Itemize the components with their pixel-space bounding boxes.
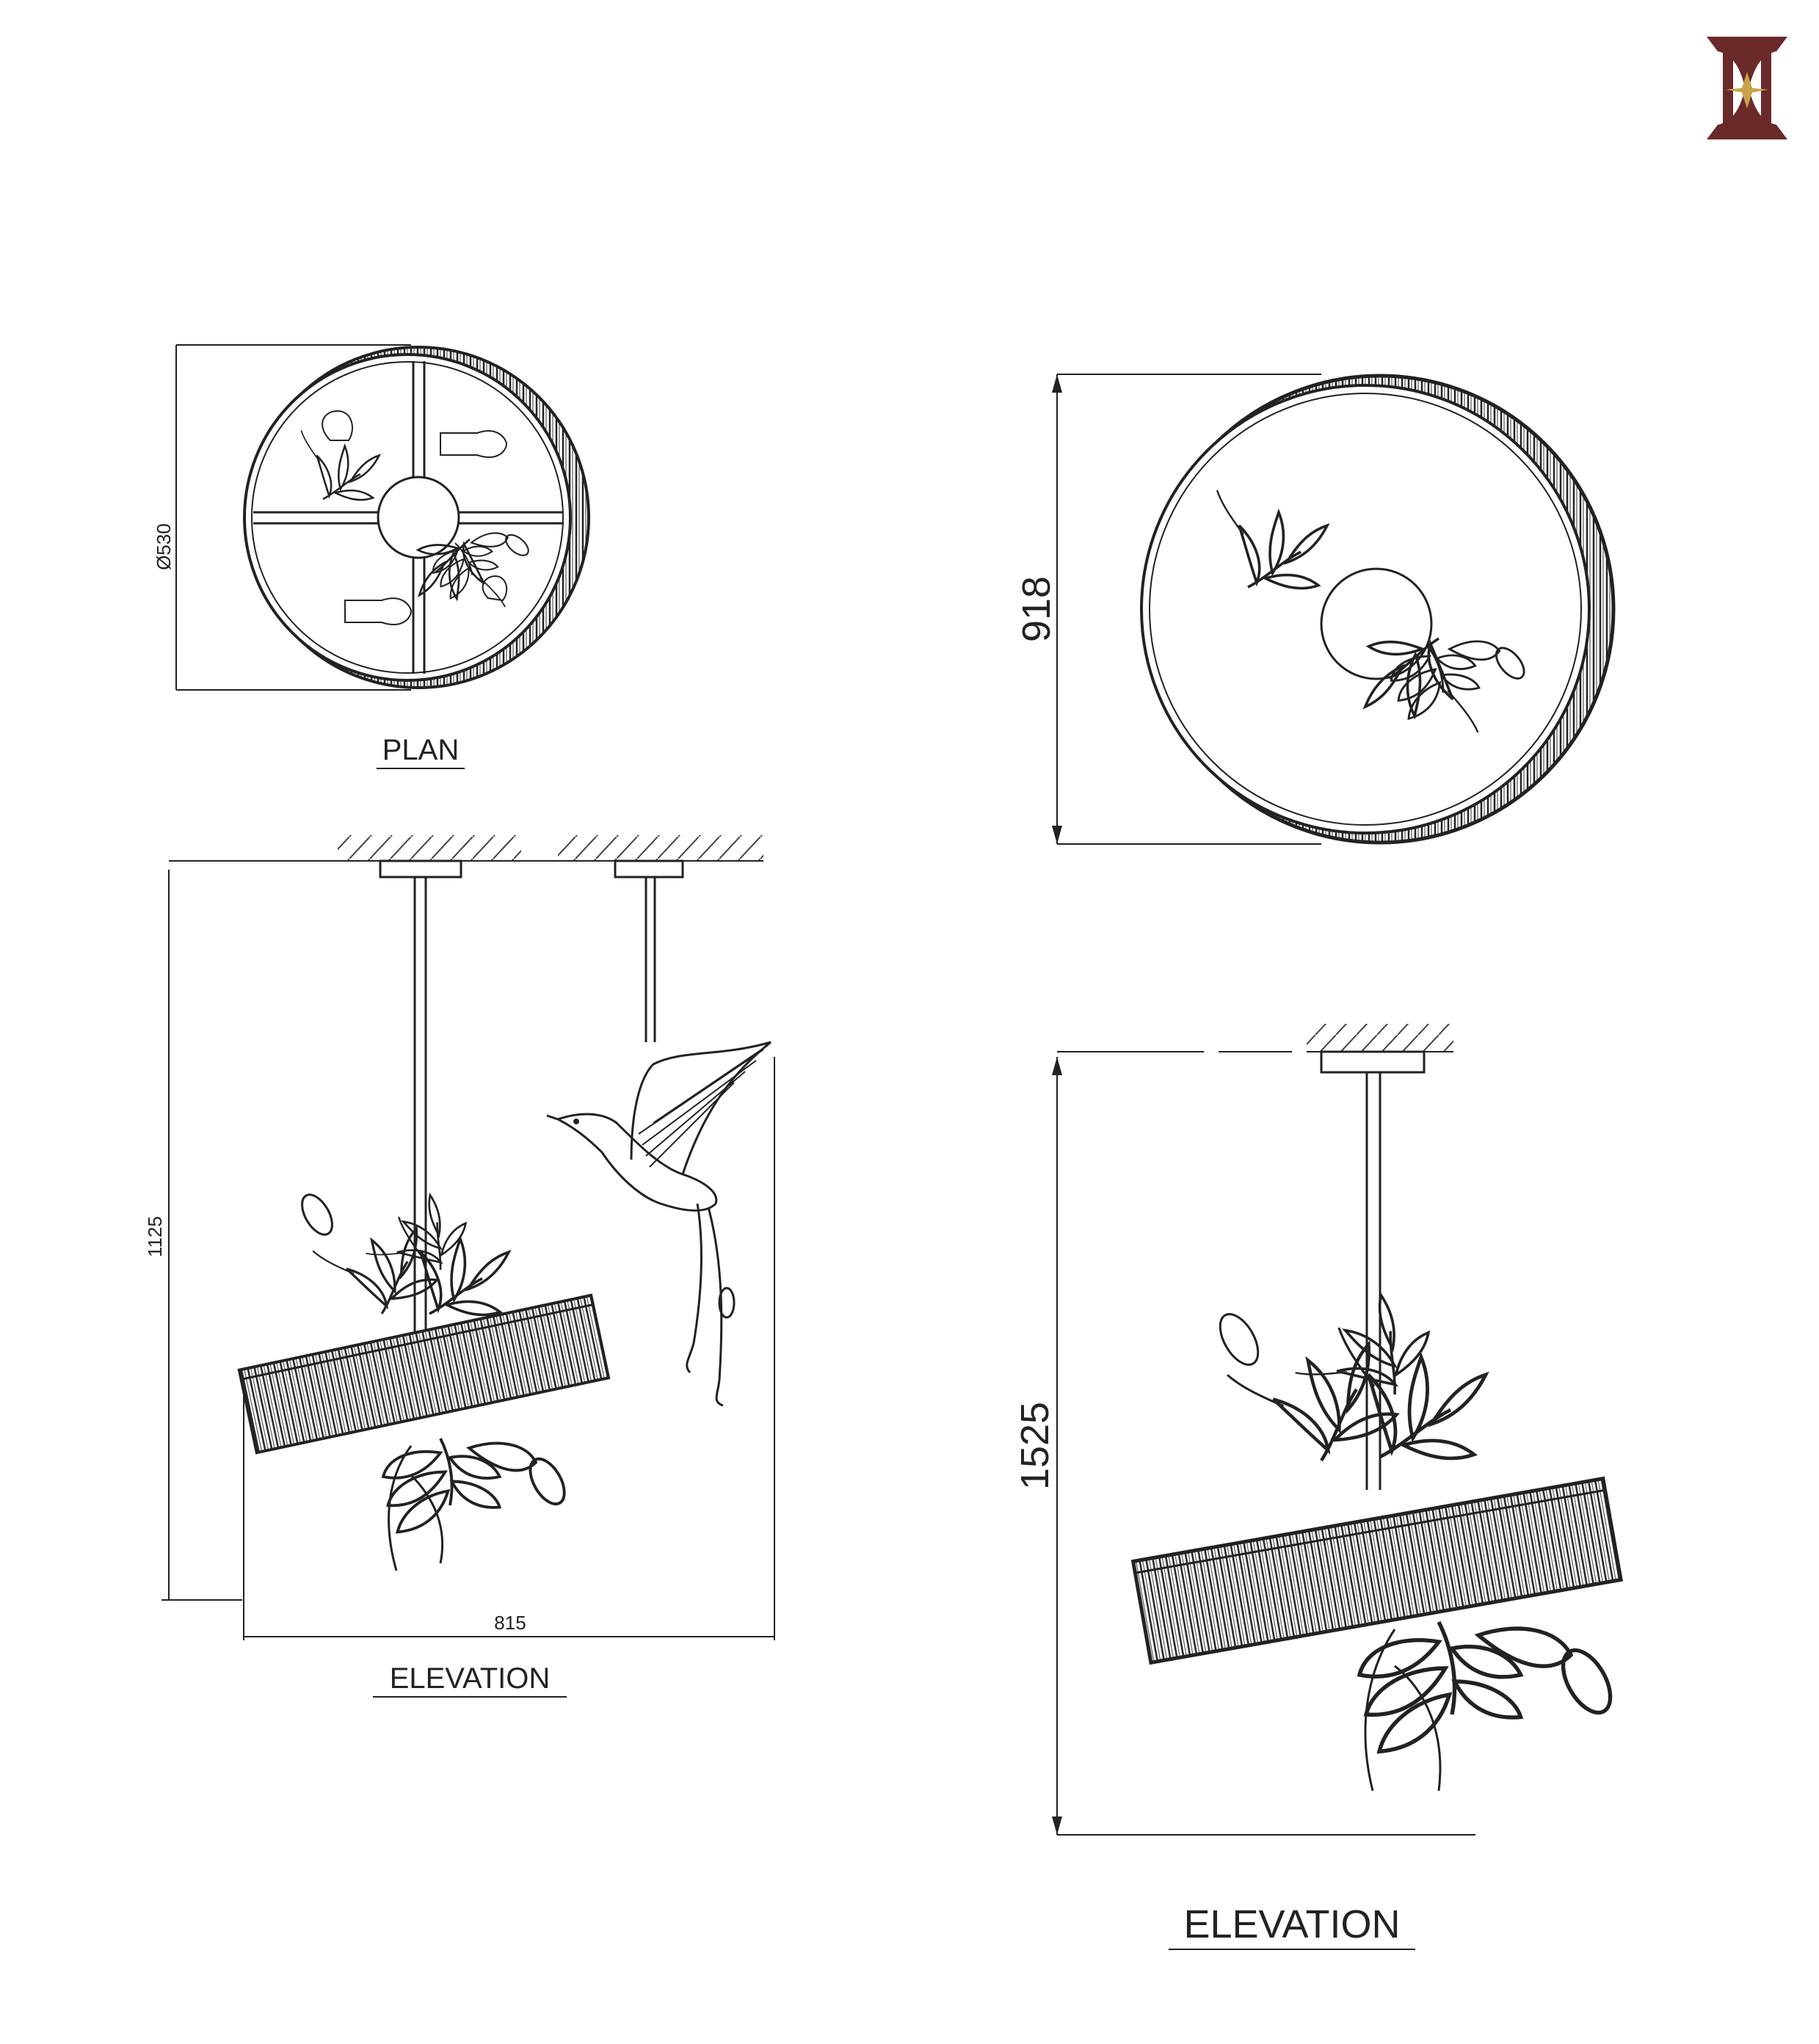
elevation-width-dimension: 815 [494,1612,526,1634]
hummingbird-icon [546,1041,771,1407]
ceiling-canopy [1320,1050,1426,1074]
drum-shade [237,1293,611,1455]
plan-diameter-dimension: Ø530 [153,523,175,570]
elevation-height-dimension: 1125 [144,1216,166,1257]
ceiling-canopy [379,859,462,879]
plan-large-center-hub [1320,567,1433,680]
plan-small-view: Ø530 PLAN [153,344,590,769]
elevation-large-label: ELEVATION [1183,1902,1400,1946]
elevation-small-label: ELEVATION [390,1662,551,1695]
drum-shade [1130,1476,1623,1665]
plan-large-height-dimension: 918 [1014,576,1059,642]
ceiling-canopy [614,859,684,879]
plan-label: PLAN [382,734,460,766]
plan-center-hub [377,476,460,559]
bulb-icon [322,410,508,625]
plan-large-view: 918 [1014,374,1616,845]
elevation-small-view: 1125 815 ELEVATION [144,835,775,1698]
elevation-large-view: 1525 ELEVATION [1013,1024,1623,1950]
brand-monogram-icon [1707,37,1787,139]
elevation-large-height-dimension: 1525 [1013,1402,1057,1490]
